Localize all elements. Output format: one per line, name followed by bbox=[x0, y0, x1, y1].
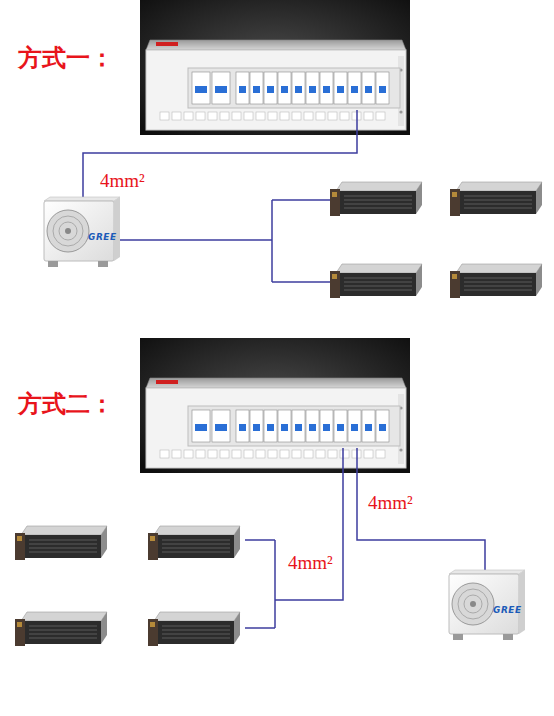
outdoor-unit bbox=[449, 570, 525, 640]
brand-logo: GREE bbox=[493, 605, 522, 615]
indoor-unit bbox=[148, 526, 240, 560]
indoor-unit bbox=[15, 526, 107, 560]
indoor-unit bbox=[450, 264, 542, 298]
outdoor-unit bbox=[44, 197, 120, 267]
indoor-unit bbox=[148, 612, 240, 646]
brand-logo: GREE bbox=[88, 232, 117, 242]
indoor-unit bbox=[330, 264, 422, 298]
method-heading: 方式二： bbox=[18, 390, 114, 418]
indoor-unit bbox=[450, 182, 542, 216]
indoor-unit bbox=[15, 612, 107, 646]
indoor-unit bbox=[330, 182, 422, 216]
wire-size: 4mm² bbox=[100, 170, 145, 192]
wire-size: 4mm² bbox=[368, 492, 413, 514]
wire-size: 4mm² bbox=[288, 552, 333, 574]
wire bbox=[83, 110, 485, 628]
method-heading: 方式一： bbox=[18, 44, 114, 72]
distribution-box bbox=[140, 0, 410, 135]
distribution-box bbox=[140, 338, 410, 473]
